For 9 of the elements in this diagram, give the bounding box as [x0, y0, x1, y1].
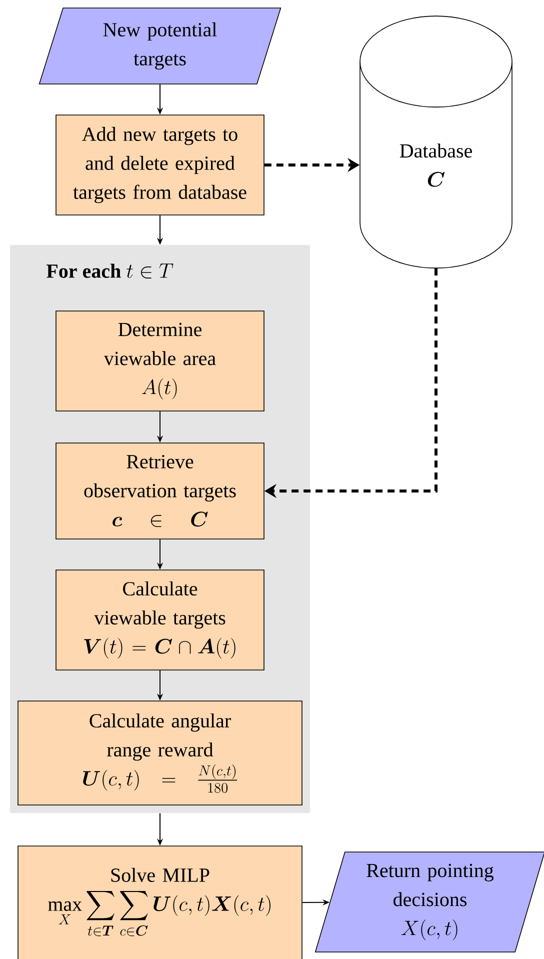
process-box: Determine viewable area $A(t)$ [56, 310, 264, 412]
data-parallelogram: Return pointing decisions $X(c,t)$ [314, 852, 544, 952]
process-box: Add new targets to and delete expired targets from database [56, 114, 264, 216]
database-cylinder: Database $\bm{C}$ [360, 16, 512, 268]
data-parallelogram: New potential targets [38, 8, 282, 84]
process-box: Calculate angular range reward $\bm{U}(c,t) \;=\; \frac{N(c,t)}{180}$ [18, 700, 302, 806]
process-box: Calculate viewable targets $\bm{V}(t) = \bm{C} \cap \bm{A}(t)$ [56, 570, 264, 670]
process-box: Retrieve observation targets $\bm{c} \;\in\; \bm{C}$ [56, 442, 264, 540]
process-box: Solve MILP $\max_{X} \sum_{t\in \bm{T}} \sum_{c\in \bm{C}} \bm{U}(c,t) \bm{X}(c,t)$ [18, 846, 302, 959]
